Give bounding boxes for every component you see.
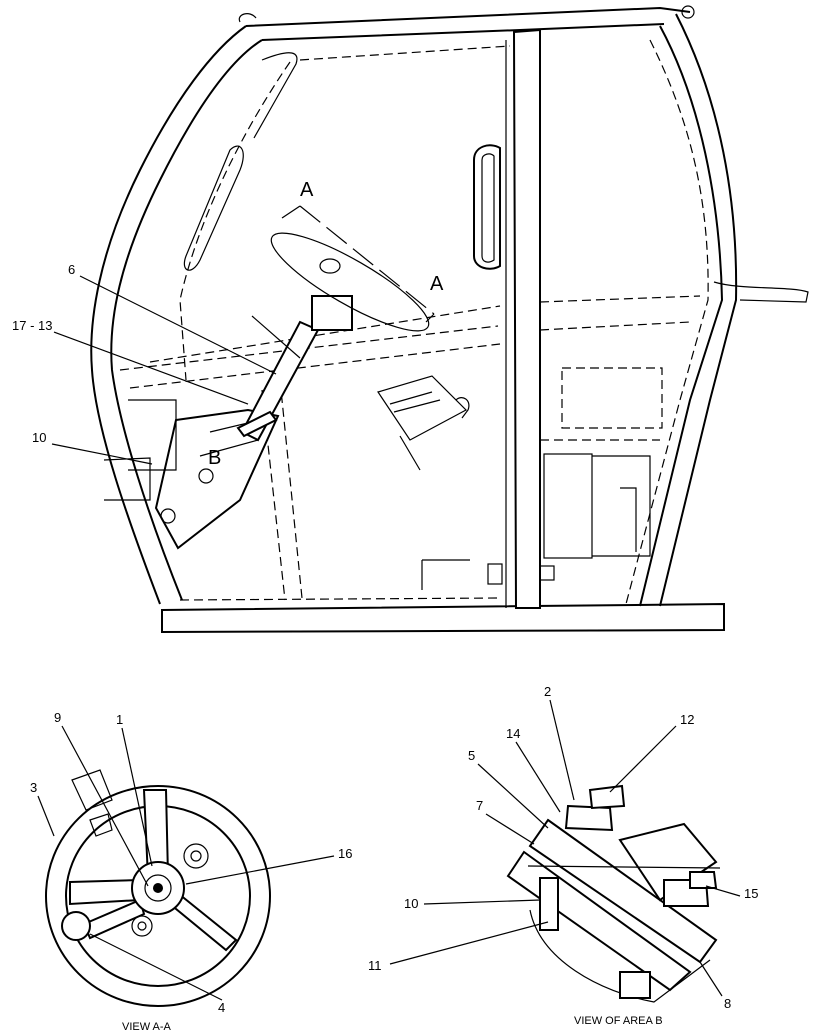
- center-post: [512, 28, 541, 609]
- section-line-aa: A A: [281, 179, 444, 323]
- cab-illustration: A A: [90, 5, 809, 634]
- door-handle: [473, 144, 501, 270]
- rear-frame-outer: [110, 39, 263, 601]
- callout-16: 16: [338, 846, 352, 861]
- control-console: [154, 408, 280, 550]
- callout-4: 4: [218, 1000, 225, 1015]
- view-of-area-b-caption: VIEW OF AREA B: [574, 1015, 663, 1027]
- callout-10-b: 10: [404, 896, 418, 911]
- callout-6: 6: [68, 262, 75, 277]
- view-a-a-caption: VIEW A-A: [122, 1021, 172, 1033]
- steering-wheel: [270, 232, 430, 332]
- steering-wheel-rim-outer: [45, 785, 271, 1007]
- base-beam: [161, 602, 725, 634]
- callout-11: 11: [368, 958, 382, 973]
- callout-2: 2: [544, 684, 551, 699]
- spinner-knob: [61, 911, 91, 941]
- callout-8: 8: [724, 996, 731, 1011]
- callout-5: 5: [468, 748, 475, 763]
- callout-10-top: 10: [32, 430, 46, 445]
- view-of-area-b: 2 12 14 5 7 10 11 15 8 VIEW OF AREA B: [368, 684, 758, 1027]
- callout-15: 15: [744, 886, 758, 901]
- section-mark-a-top: A: [300, 179, 314, 201]
- callout-7: 7: [476, 798, 483, 813]
- callout-1: 1: [116, 712, 123, 727]
- top-callouts: 6 17 - 13 10 B: [12, 262, 277, 469]
- front-post: [639, 25, 724, 607]
- callout-3: 3: [30, 780, 37, 795]
- section-mark-a-bottom: A: [430, 273, 444, 295]
- view-a-a: 9 1 3 16 4 VIEW A-A: [30, 710, 352, 1033]
- callout-14: 14: [506, 726, 520, 741]
- roof-front-edge: [245, 6, 691, 27]
- callout-17-13: 17 - 13: [12, 318, 52, 333]
- roof-back-edge: [261, 23, 665, 41]
- callout-9: 9: [54, 710, 61, 725]
- rear-frame-inner: [90, 25, 247, 605]
- callout-12: 12: [680, 712, 694, 727]
- area-b-outline: [529, 909, 711, 1003]
- callout-b-area: B: [208, 447, 221, 469]
